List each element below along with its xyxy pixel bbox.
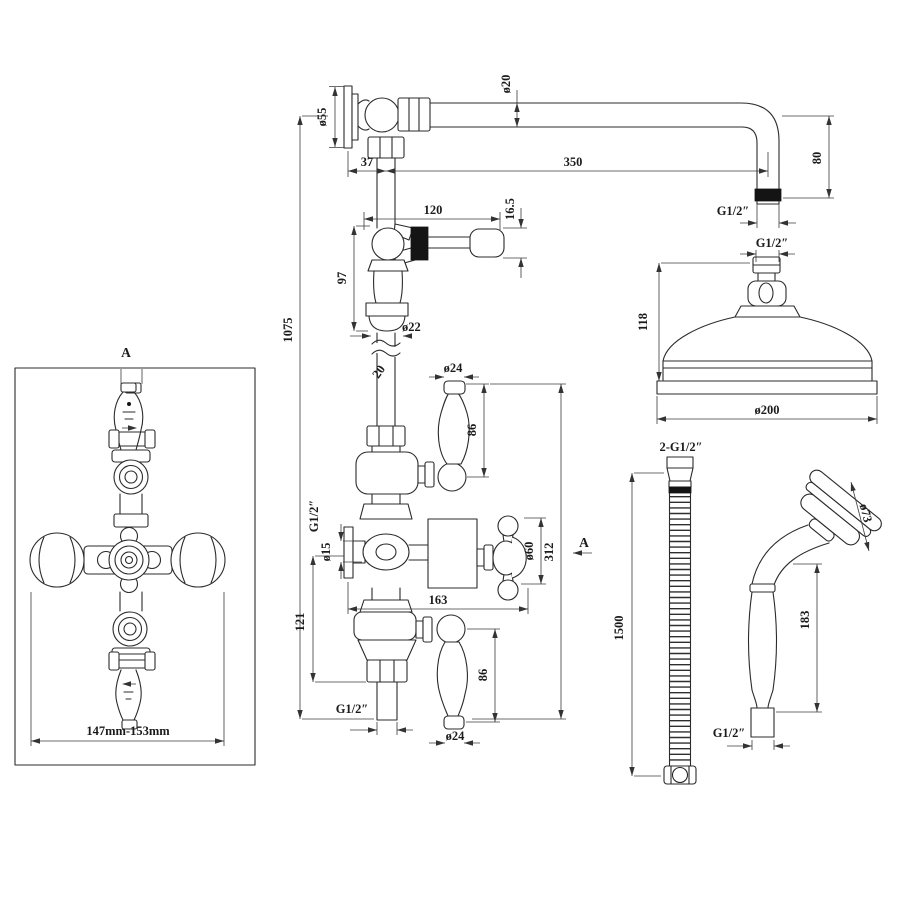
upper-lever-knob [443,380,466,395]
riser-pipe-middle [371,332,401,427]
handset [748,469,882,738]
hose-view: 2-G1/2″ 1500 [612,440,703,785]
dim-wall-flange-dia: ø55 [315,86,344,148]
upper-lever [437,392,470,465]
svg-text:121: 121 [293,613,307,632]
front-width-range: 147mm-153mm [86,724,170,738]
svg-text:16.5: 16.5 [503,198,517,220]
svg-text:ø60: ø60 [522,542,536,561]
front-lower-union [111,611,151,661]
dim-diverter-height: 97 [335,225,370,332]
svg-text:1075: 1075 [281,318,295,343]
front-view-label: A [121,345,131,360]
shower-head-view: G1/2″ 118 ø200 [636,236,878,424]
svg-text:86: 86 [476,669,490,682]
dim-hose-length: 1500 [612,472,664,777]
front-upper-union [111,449,151,495]
lower-tee [353,587,468,730]
dim-head-dia: ø200 [656,396,878,424]
dim-diverter-width: 120 [363,203,501,230]
dim-lower-height: 121 [293,555,366,683]
riser-pipe-top [376,157,396,229]
hose [663,456,697,785]
upper-tee [355,380,470,520]
dim-head-thread: G1/2″ [740,236,795,262]
front-cross-handle [96,526,162,594]
svg-text:183: 183 [798,611,812,630]
svg-text:ø24: ø24 [446,729,466,743]
lower-lever-knob [443,715,465,730]
dim-handset-thread: G1/2″ [713,726,790,750]
shower-arm [429,102,782,205]
svg-text:163: 163 [429,593,448,607]
side-view: ø55 1075 37 350 ø20 80 [281,75,834,746]
section-arrow: A [573,535,592,556]
handset-face [809,469,882,532]
dim-hose-thread: 2-G1/2″ [659,440,702,454]
svg-text:ø20: ø20 [499,75,513,94]
svg-text:G1/2″: G1/2″ [717,204,750,218]
svg-text:37: 37 [361,155,374,169]
dim-front-width: 147mm-153mm [30,592,225,746]
svg-text:350: 350 [564,155,583,169]
svg-text:312: 312 [542,543,556,562]
wall-plate [343,526,354,579]
dim-arm-drop: 80 [782,115,834,199]
svg-text:G1/2″: G1/2″ [336,702,369,716]
svg-text:ø55: ø55 [315,108,329,127]
dim-bottom-lever-knob-dia: ø24 [429,729,480,746]
svg-text:120: 120 [424,203,443,217]
svg-text:97: 97 [335,272,349,285]
front-diverter-lever-bottom [108,651,156,730]
section-label: A [579,535,589,550]
svg-text:ø22: ø22 [402,320,421,334]
svg-text:ø24: ø24 [444,361,464,375]
svg-text:86: 86 [465,424,479,437]
svg-text:118: 118 [636,313,650,331]
cross-handle-side [492,515,527,601]
dim-valve-height: 312 [472,383,566,720]
svg-text:ø73: ø73 [857,502,875,524]
dim-valve-width: 163 [347,582,529,614]
dim-arm-length: 350 [386,152,769,177]
handset-view: ø73 183 G1/2″ [713,469,882,750]
diverter [365,223,505,332]
dim-top-lever-length: 86 [465,383,489,478]
svg-text:80: 80 [810,152,824,165]
dim-bottom-lever-length: 86 [466,628,500,723]
front-view-frame [14,367,256,766]
handset-neck [751,524,830,586]
dim-arm-thread: G1/2″ [717,204,796,228]
front-lower-pipe [119,591,143,612]
arm-thread-band [754,188,782,202]
wall-elbow [343,85,431,159]
dim-handset-head-dia: ø73 [850,481,875,552]
svg-text:G1/2″: G1/2″ [756,236,789,250]
front-diverter-lever-top [108,382,156,451]
lower-lever [436,641,468,717]
dim-top-lever-knob-dia: ø24 [429,361,479,380]
front-view: A [14,345,256,766]
svg-text:ø15: ø15 [319,543,333,562]
dim-pipe-dia: 20 [369,363,388,381]
svg-text:ø200: ø200 [755,403,780,417]
shower-head [656,256,878,395]
dim-wall-offset: 37 [347,151,386,177]
dim-diverter-outlet-dia: ø22 [350,320,421,339]
dim-outlet-thread: G1/2″ [307,500,321,533]
cartridge-housing [427,518,478,589]
dim-bottom-thread: G1/2″ [336,702,413,735]
svg-text:1500: 1500 [612,616,626,641]
dim-overall-height: 1075 [281,115,374,720]
dim-handset-length: 183 [776,563,822,713]
svg-text:G1/2″: G1/2″ [713,726,746,740]
handset-handle [748,591,777,691]
dim-head-height: 118 [636,262,750,382]
dim-arm-dia: ø20 [499,75,520,127]
dim-diverter-end-height: 16.5 [503,198,527,278]
dim-outlet-dia: ø15 [319,524,362,579]
valve-body [343,515,527,601]
dim-handle-dia: ø60 [521,517,546,585]
